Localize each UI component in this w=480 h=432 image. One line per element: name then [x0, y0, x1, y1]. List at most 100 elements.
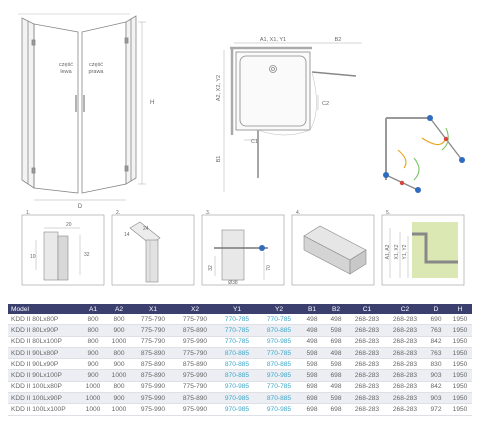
opening-schematic	[383, 115, 465, 193]
table-cell: 800	[106, 347, 132, 360]
table-cell: KDD II 90Lx80P	[8, 347, 80, 360]
table-cell: 775-790	[132, 324, 174, 337]
table-cell: 842	[424, 381, 448, 394]
table-cell: 598	[324, 392, 348, 405]
detail-3-dim-b: 70	[266, 265, 272, 271]
table-cell: 875-890	[174, 392, 216, 405]
table-cell: 598	[300, 369, 324, 382]
table-cell: 268-283	[386, 392, 424, 405]
table-cell: 268-283	[348, 314, 386, 326]
column-header: B2	[324, 304, 348, 314]
table-cell: 800	[106, 314, 132, 326]
table-cell: 775-790	[174, 381, 216, 394]
table-cell: 498	[324, 347, 348, 360]
table-cell: 498	[324, 381, 348, 394]
table-cell: 498	[300, 336, 324, 348]
table-cell: 900	[80, 369, 106, 382]
table-cell: 698	[300, 381, 324, 394]
column-header: Model	[8, 304, 80, 314]
table-cell: 268-283	[348, 336, 386, 348]
front-view	[18, 13, 146, 201]
left-part-label-2: lewa	[60, 69, 72, 75]
table-cell: 775-790	[132, 336, 174, 348]
detail-5-dim-a: A1, A2	[385, 244, 391, 259]
table-cell: 975-990	[174, 369, 216, 382]
plan-b1-dim: B1	[216, 156, 222, 163]
table-cell: 268-283	[386, 403, 424, 416]
table-cell: 598	[324, 358, 348, 371]
table-cell: 268-283	[348, 369, 386, 382]
table-cell: 1950	[448, 314, 472, 326]
table-cell: 775-790	[132, 314, 174, 326]
detail-5-number: 5.	[386, 210, 390, 216]
table-cell: 1000	[106, 336, 132, 348]
right-part-label-2: prawa	[89, 69, 105, 75]
technical-drawings: część lewa część prawa H D A1, X1, Y1 B2…	[18, 13, 465, 286]
table-cell: 900	[106, 324, 132, 337]
table-cell: 900	[80, 347, 106, 360]
table-cell: 870-885	[216, 369, 258, 382]
table-cell: 1950	[448, 381, 472, 394]
table-cell: 1950	[448, 336, 472, 348]
table-cell: KDD II 80Lx100P	[8, 336, 80, 348]
table-cell: 268-283	[348, 403, 386, 416]
table-cell: 268-283	[386, 314, 424, 326]
table-cell: 970-985	[216, 381, 258, 394]
left-part-label-1: część	[59, 62, 73, 68]
table-cell: 970-985	[258, 369, 300, 382]
table-cell: 870-885	[258, 324, 300, 337]
table-cell: 842	[424, 336, 448, 348]
table-cell: 770-785	[216, 336, 258, 348]
table-cell: KDD II 100Lx100P	[8, 403, 80, 416]
plan-c2-label: C2	[322, 101, 329, 107]
table-cell: 972	[424, 403, 448, 416]
table-cell: 975-990	[132, 392, 174, 405]
column-header: A2	[106, 304, 132, 314]
column-header: D	[424, 304, 448, 314]
table-cell: KDD II 90Lx100P	[8, 369, 80, 382]
table-cell: 1950	[448, 347, 472, 360]
table-cell: 870-885	[258, 392, 300, 405]
table-cell: KDD II 90Lx90P	[8, 358, 80, 371]
table-cell: 1000	[80, 381, 106, 394]
dim-d-label: D	[78, 204, 83, 210]
detail-box-1	[21, 214, 105, 286]
table-cell: 268-283	[386, 369, 424, 382]
detail-2-dim-a: 24	[143, 226, 149, 232]
detail-box-5	[381, 214, 465, 286]
table-cell: KDD II 100Lx90P	[8, 392, 80, 405]
table-cell: 1950	[448, 392, 472, 405]
table-cell: 1950	[448, 403, 472, 416]
table-cell: 970-985	[258, 336, 300, 348]
column-header: H	[448, 304, 472, 314]
table-cell: 698	[324, 336, 348, 348]
column-header: C1	[348, 304, 386, 314]
table-cell: 268-283	[348, 381, 386, 394]
table-cell: 268-283	[348, 347, 386, 360]
table-cell: 268-283	[348, 392, 386, 405]
detail-box-2	[111, 214, 195, 286]
table-cell: 903	[424, 369, 448, 382]
table-cell: 598	[300, 358, 324, 371]
table-cell: 770-785	[258, 314, 300, 326]
detail-box-4	[291, 214, 375, 286]
table-cell: 1000	[80, 392, 106, 405]
column-header: C2	[386, 304, 424, 314]
table-cell: 800	[80, 314, 106, 326]
table-cell: 870-885	[216, 358, 258, 371]
table-cell: 875-890	[174, 358, 216, 371]
table-cell: 970-985	[258, 403, 300, 416]
table-cell: 690	[424, 314, 448, 326]
table-cell: 800	[106, 381, 132, 394]
detail-3-dim-c: Ø38	[228, 280, 238, 286]
plan-top-dim: A1, X1, Y1	[260, 37, 286, 43]
